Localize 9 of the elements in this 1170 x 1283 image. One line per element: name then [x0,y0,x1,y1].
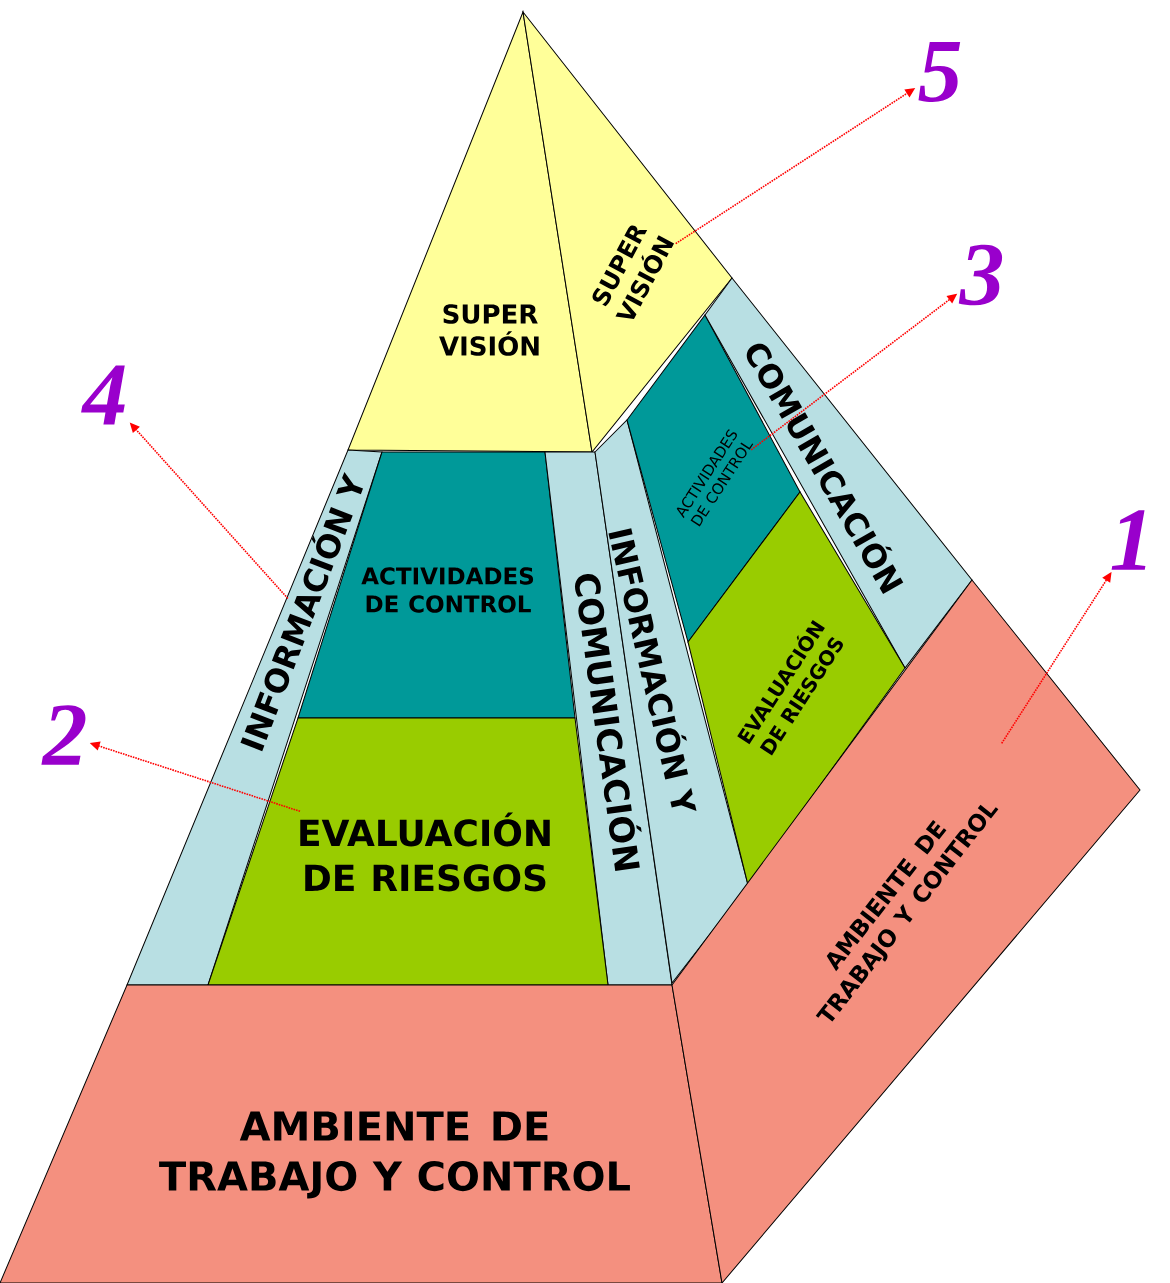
face-label: SUPER VISIÓN [439,304,539,356]
callout-number: 5 [918,42,961,102]
face-label: EVALUACIÓN DE RIESGOS [300,812,550,892]
callout-number: 1 [1111,510,1146,570]
face-label: ACTIVIDADES DE CONTROL [361,567,534,613]
face-label: AMBIENTE DE TRABAJO Y CONTROL [159,1111,630,1199]
callout-number: 2 [41,705,86,765]
callout-number: 4 [81,365,125,425]
callout-number: 3 [958,244,1003,306]
